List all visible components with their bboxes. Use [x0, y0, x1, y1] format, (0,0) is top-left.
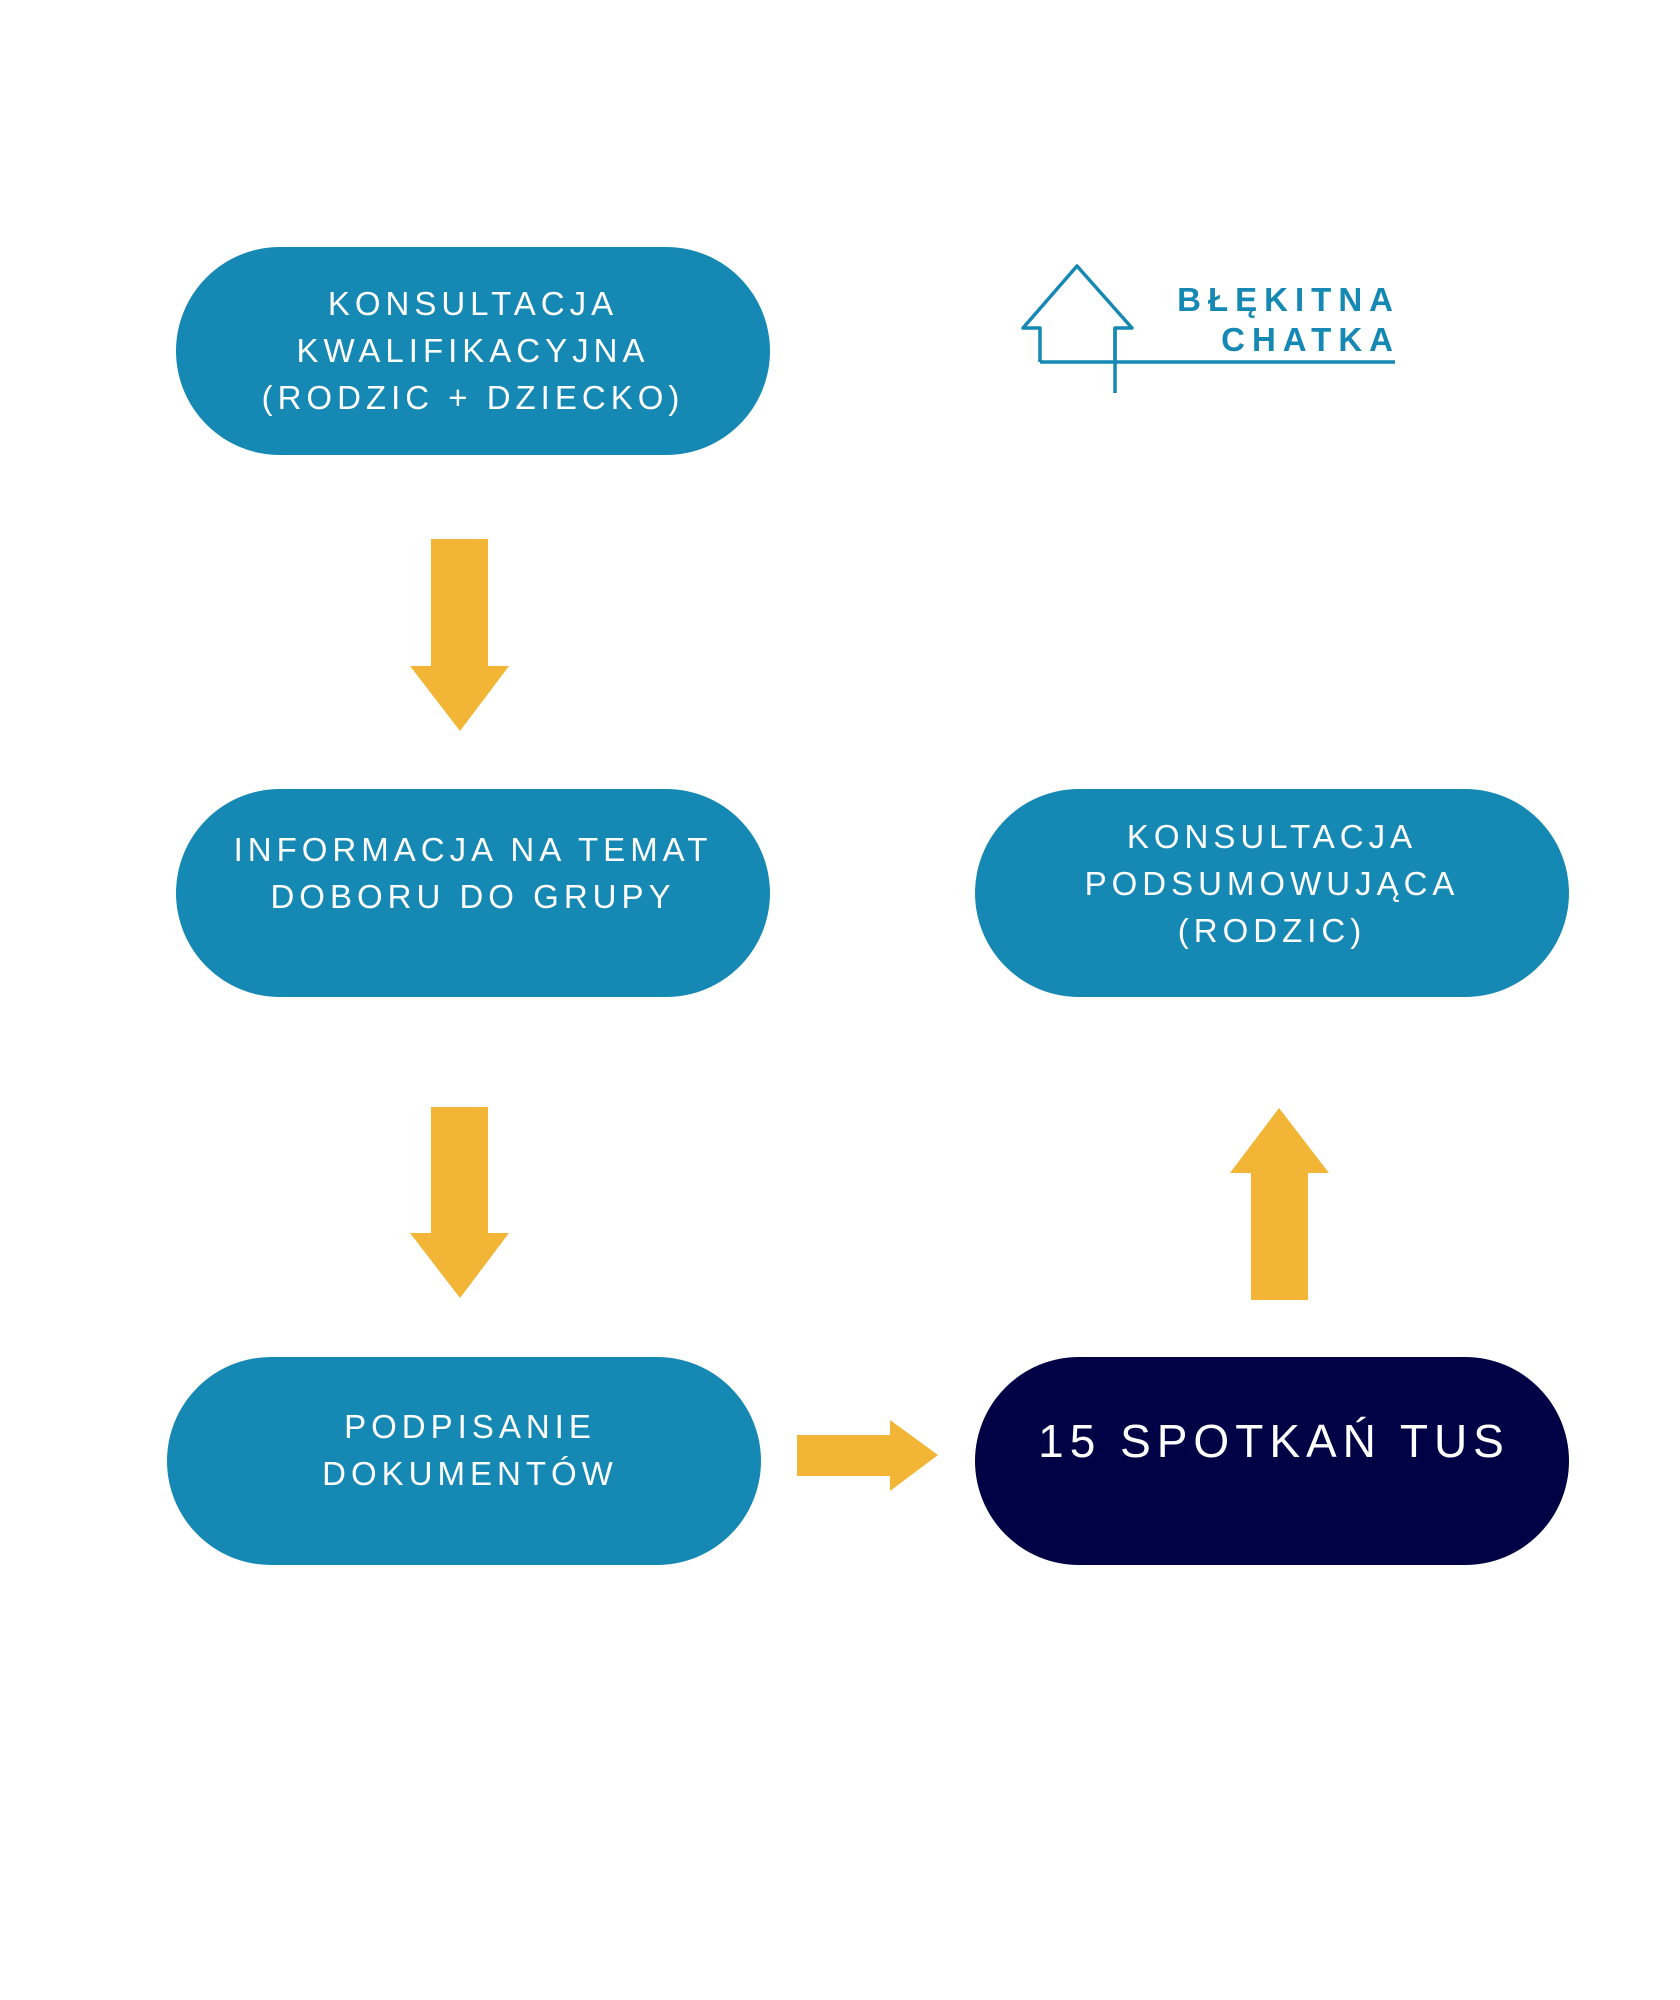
step-label-line: KONSULTACJA: [327, 284, 619, 322]
logo-text-line2: CHATKA: [1221, 321, 1400, 358]
step-label-line: PODPISANIE: [344, 1408, 596, 1445]
house-icon: [1021, 264, 1395, 393]
step-label-line: DOKUMENTÓW: [322, 1455, 618, 1492]
step-konsultacja-kwalifikacyjna: KONSULTACJA KWALIFIKACYJNA (RODZIC + DZI…: [176, 247, 770, 455]
step-spotkania-tus: 15 SPOTKAŃ TUS: [975, 1357, 1569, 1565]
step-konsultacja-podsumowujaca: KONSULTACJA PODSUMOWUJĄCA (RODZIC): [975, 789, 1569, 997]
arrow-right-icon: [797, 1420, 938, 1491]
step-label-line: 15 SPOTKAŃ TUS: [1038, 1415, 1510, 1467]
arrow-down-icon: [410, 539, 509, 731]
step-label-line: INFORMACJA NA TEMAT: [233, 831, 713, 868]
step-podpisanie-dokumentow: PODPISANIE DOKUMENTÓW: [167, 1357, 761, 1565]
step-label-line: KWALIFIKACYJNA: [296, 331, 650, 369]
step-label-line: DOBORU DO GRUPY: [270, 878, 676, 915]
arrow-up-icon: [1230, 1108, 1329, 1300]
arrow-down-icon: [410, 1107, 509, 1298]
step-label-line: (RODZIC): [1177, 911, 1367, 949]
step-label-line: PODSUMOWUJĄCA: [1084, 864, 1460, 902]
step-label-line: (RODZIC + DZIECKO): [261, 378, 685, 416]
step-label-line: KONSULTACJA: [1126, 817, 1418, 855]
step-informacja-dobor: INFORMACJA NA TEMAT DOBORU DO GRUPY: [176, 789, 770, 997]
logo: BŁĘKITNA CHATKA: [1010, 255, 1410, 405]
logo-text-line1: BŁĘKITNA: [1177, 281, 1400, 318]
